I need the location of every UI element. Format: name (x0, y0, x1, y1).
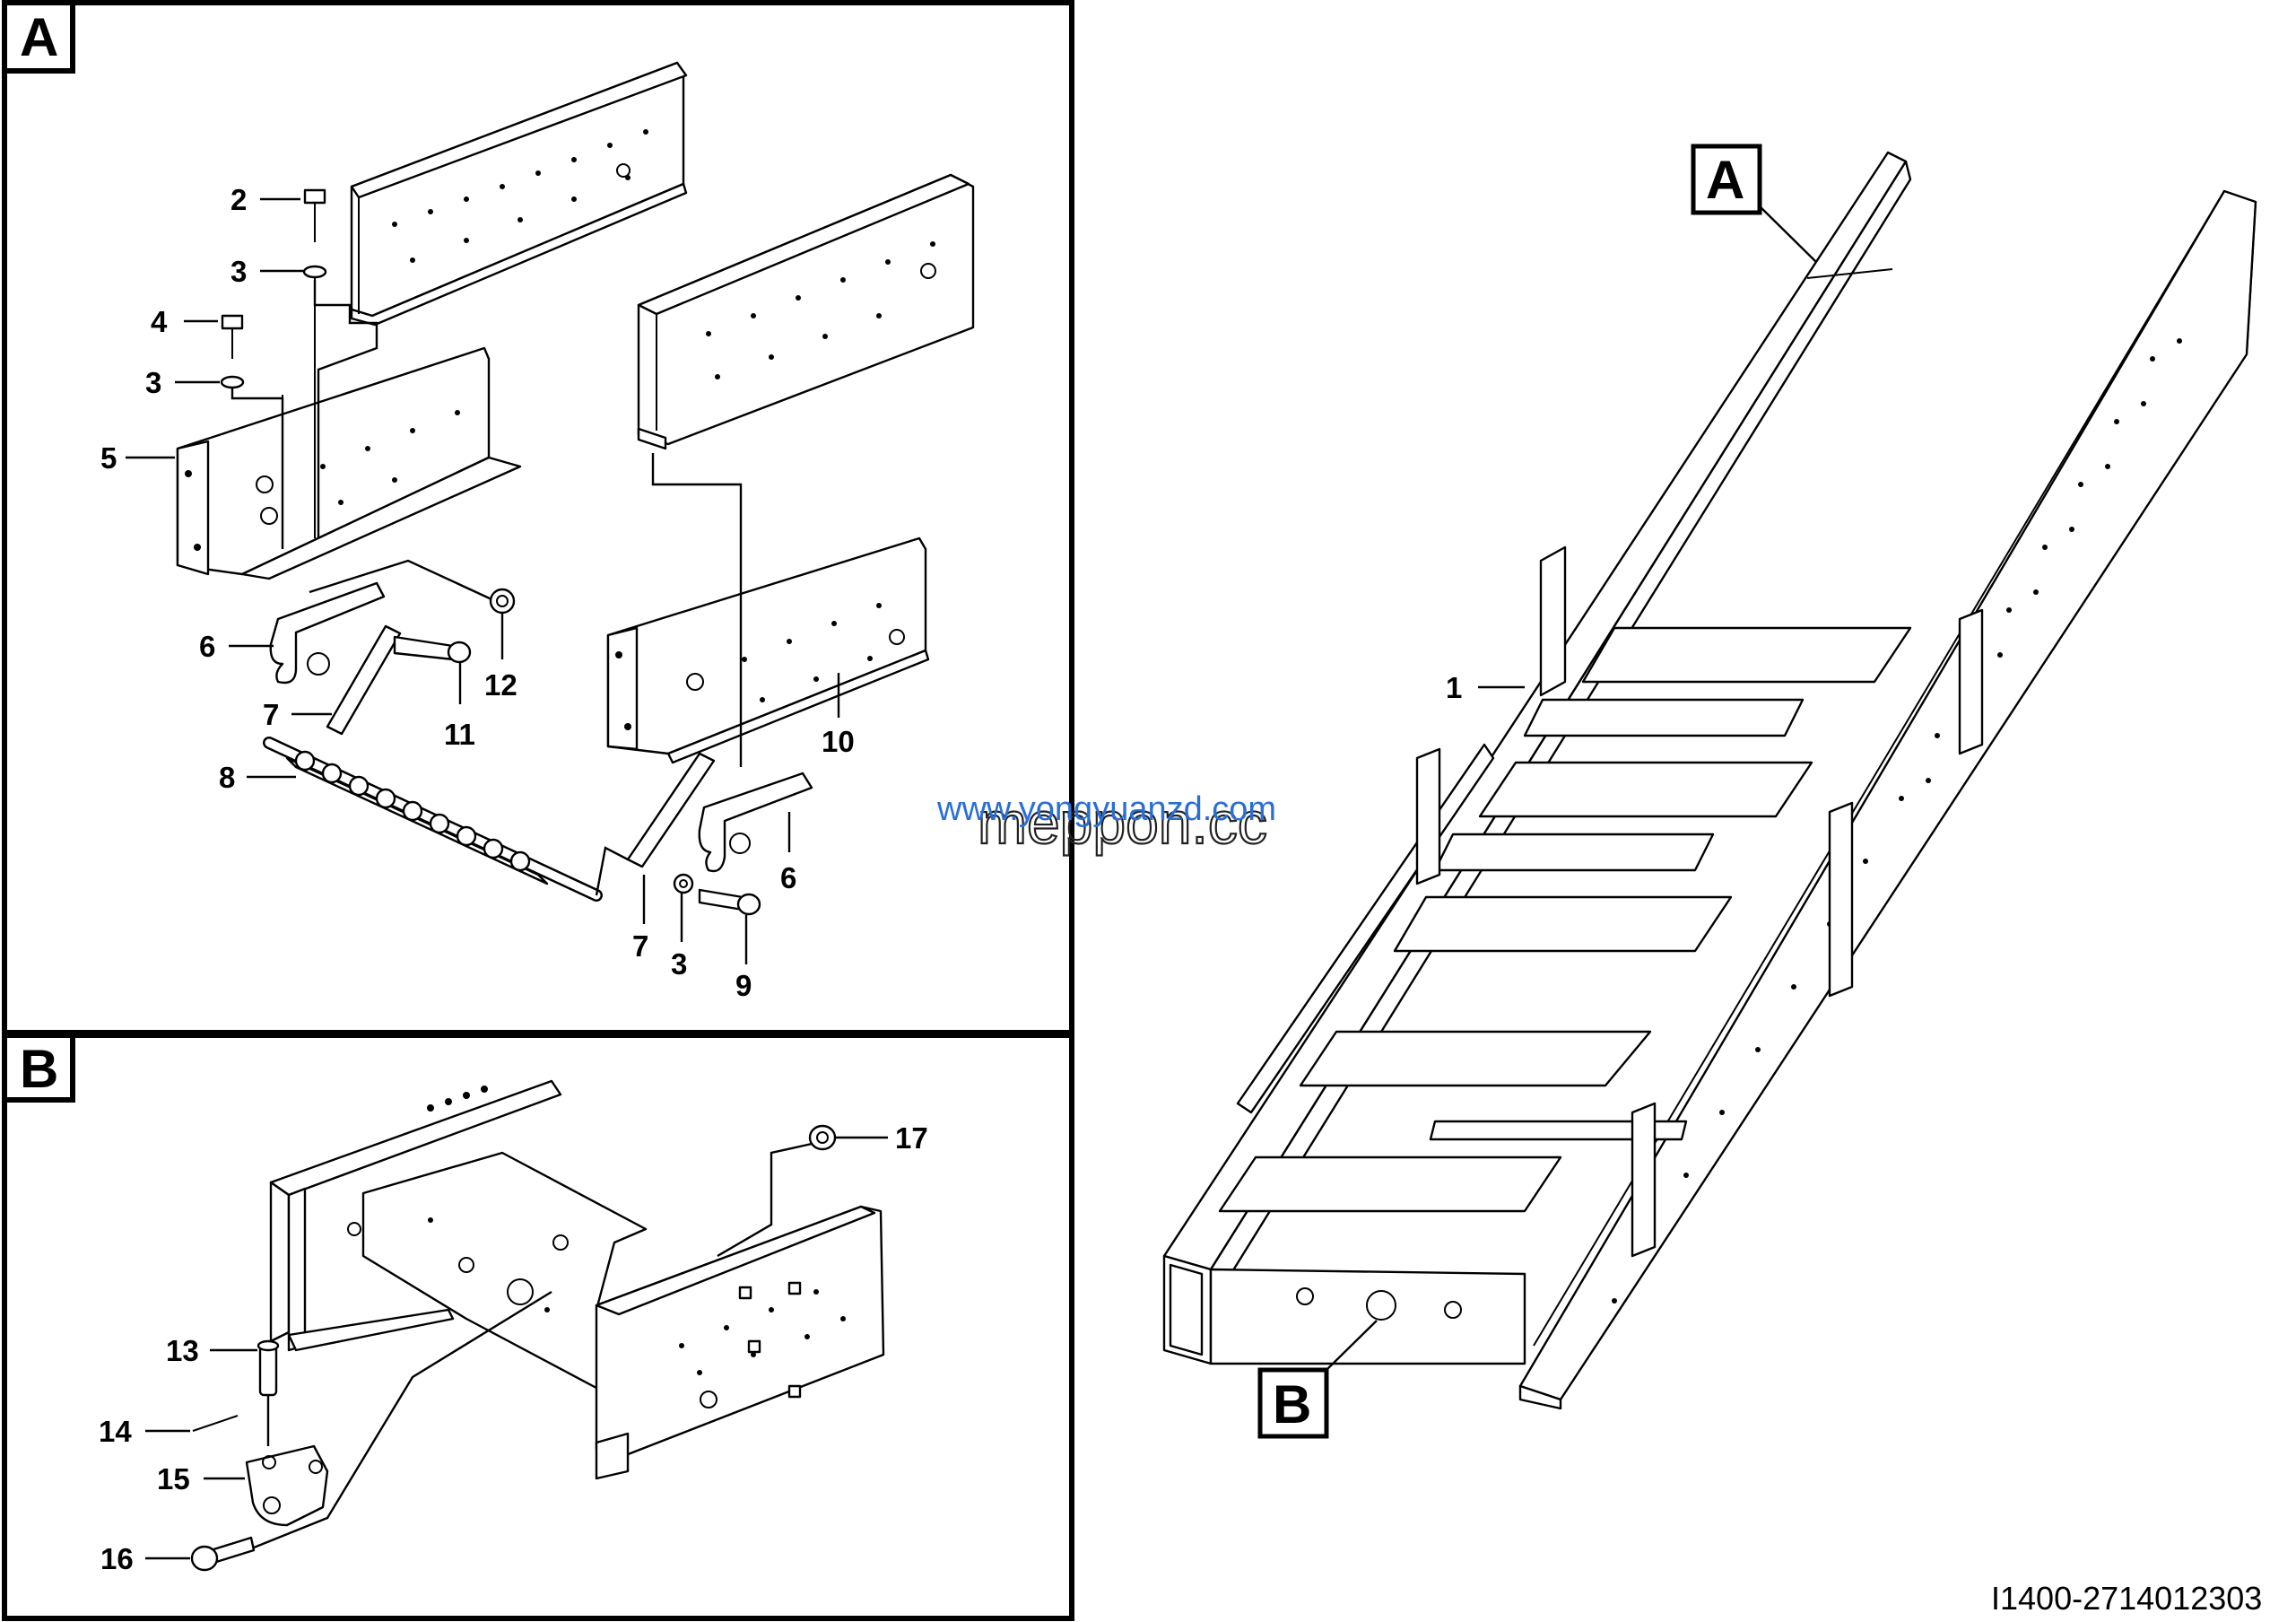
callout-17: 17 (895, 1121, 928, 1155)
chassis-frame-overview: A B 1 (1162, 144, 2257, 1439)
callout-13: 13 (166, 1334, 199, 1367)
vertical-brackets (1415, 545, 1984, 1258)
nut-12 (489, 588, 516, 615)
panel-a-label: A (20, 7, 58, 67)
bolt-11 (393, 635, 472, 664)
callout-15: 15 (157, 1462, 190, 1496)
callout-6-left: 6 (199, 630, 215, 663)
split-pin-14 (192, 1415, 239, 1432)
overview-label-b-box (1257, 1367, 1329, 1439)
clevis-15 (245, 1444, 329, 1527)
bolt-2 (302, 188, 327, 538)
callout-3-lower: 3 (671, 947, 687, 981)
callout-12: 12 (484, 668, 517, 702)
panel-b-label: B (20, 1039, 58, 1099)
callout-7-left: 7 (263, 698, 279, 731)
callout-7-right: 7 (632, 929, 648, 963)
bracket-10 (606, 536, 930, 764)
panel-a-label-box (2, 0, 75, 74)
callout-1: 1 (1446, 671, 1462, 704)
callout-5: 5 (100, 441, 117, 475)
panel-b-callouts: 13 14 15 16 17 (99, 1121, 928, 1575)
watermark-meppon: meppon.cc (978, 789, 1267, 856)
front-crossmember (1209, 1268, 1526, 1365)
callout-11: 11 (444, 718, 475, 751)
callout-4: 4 (151, 305, 168, 338)
overview-label-a: A (1706, 150, 1744, 210)
callout-14: 14 (99, 1415, 132, 1448)
right-upper-channel-rail (637, 173, 975, 450)
nut-17 (808, 1124, 837, 1151)
callout-8: 8 (219, 761, 235, 794)
cross-members (1218, 626, 1912, 1213)
callout-3-middle: 3 (145, 366, 161, 399)
callout-6-right: 6 (780, 861, 796, 894)
coupling-pin-13 (257, 1339, 280, 1397)
washer-3-right (673, 873, 694, 894)
bolt-9 (698, 888, 761, 916)
chain-8 (263, 737, 603, 902)
bolt-16 (190, 1536, 256, 1572)
watermark-url: www.yongyuanzd.com (936, 790, 1276, 828)
overview-label-b: B (1273, 1374, 1311, 1435)
panel-b: B (2, 1033, 1074, 1621)
bracket-5 (176, 346, 522, 580)
panel-b-label-box (2, 1033, 75, 1103)
watermark: meppon.cc www.yongyuanzd.com (936, 789, 1276, 857)
overview-label-a-box (1691, 144, 1762, 215)
panel-b-leaders (145, 1136, 888, 1560)
callout-10: 10 (822, 725, 855, 758)
hook-6-left (269, 581, 386, 685)
callout-2: 2 (230, 183, 247, 216)
panel-b-frame (2, 1033, 1074, 1621)
reference-code: I1400-2714012303 (1991, 1580, 2262, 1617)
panel-a-callouts: 2 3 4 3 5 6 7 8 11 12 10 6 7 3 9 (100, 183, 855, 1002)
hook-6-right (698, 772, 813, 873)
callout-3-upper: 3 (230, 255, 247, 288)
crossmember-assembly (269, 1079, 885, 1480)
upper-channel-rail (350, 61, 688, 327)
panel-a-leaders (126, 197, 840, 964)
callout-16: 16 (100, 1542, 134, 1575)
panel-a: A (2, 0, 1074, 1035)
link-7-left (326, 624, 402, 736)
link-7-right (626, 752, 716, 868)
callout-9: 9 (735, 969, 752, 1002)
